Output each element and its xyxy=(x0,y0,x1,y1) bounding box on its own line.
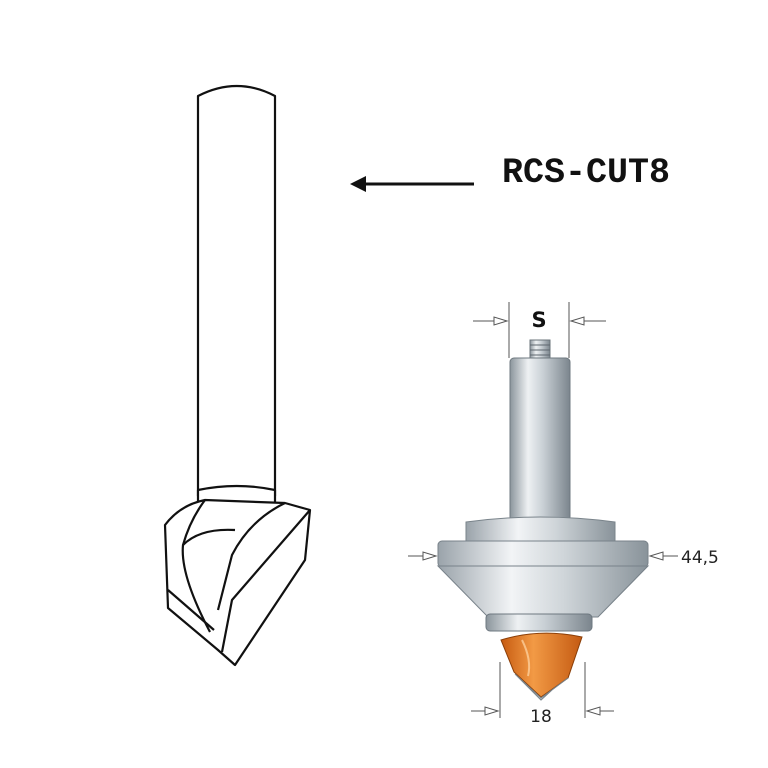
flute-line-3 xyxy=(220,509,311,653)
flute-line-5 xyxy=(182,528,236,546)
dimension-shank-label: S xyxy=(531,308,546,332)
shank-outline xyxy=(196,84,277,498)
flute-line-2 xyxy=(216,502,286,611)
dimension-bearing xyxy=(408,551,678,561)
bit-render xyxy=(436,339,650,701)
bit-line-drawing xyxy=(163,84,312,667)
cutter-head-outline xyxy=(163,498,312,667)
product-code: RCS-CUT8 xyxy=(502,153,670,193)
dimension-bearing-label: 44,5 xyxy=(681,548,719,568)
render-shank xyxy=(509,357,571,522)
dimension-shank xyxy=(473,302,606,358)
render-tip xyxy=(514,673,569,701)
render-cone xyxy=(436,565,650,618)
render-collar xyxy=(465,516,616,546)
pointer-arrow xyxy=(350,176,474,192)
flute-line-1 xyxy=(181,499,211,633)
render-cutter xyxy=(500,632,583,698)
dimension-cutting-label: 18 xyxy=(530,707,552,727)
flute-line-4 xyxy=(167,589,215,631)
render-lower-ring xyxy=(485,613,593,632)
dimension-cutting xyxy=(471,662,614,718)
render-bearing xyxy=(437,540,649,568)
